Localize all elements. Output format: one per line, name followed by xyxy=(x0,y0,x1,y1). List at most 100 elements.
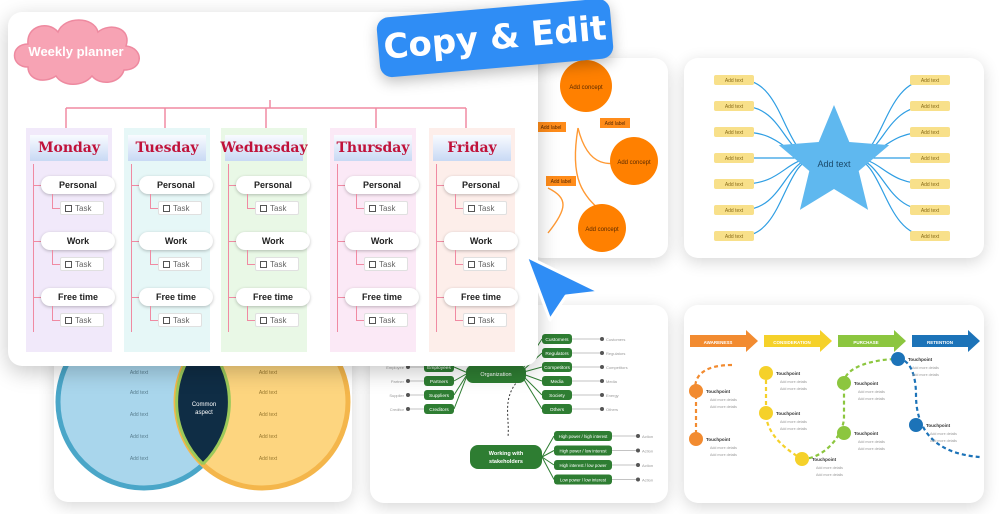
central-node xyxy=(466,365,526,383)
link-label: Add label xyxy=(551,179,572,185)
category-pill[interactable]: Free time xyxy=(139,288,213,306)
checkbox-icon[interactable] xyxy=(369,316,376,324)
stakeholder-note: Employee xyxy=(386,365,405,370)
touchpoint-label: Touchpoint xyxy=(854,381,879,386)
venn-item-text: Add text xyxy=(259,390,278,396)
checkbox-icon[interactable] xyxy=(468,316,475,324)
category-pill[interactable]: Free time xyxy=(41,288,115,306)
task-label: Task xyxy=(270,203,287,213)
task-item[interactable]: Task xyxy=(364,257,408,271)
connector-line xyxy=(150,320,158,321)
concept-label: Add concept xyxy=(617,160,651,166)
day-header: Monday xyxy=(30,135,108,161)
matrix-label: High interest / low power xyxy=(559,463,607,468)
task-label: Task xyxy=(173,315,190,325)
category-pill[interactable]: Work xyxy=(444,232,518,250)
category-pill[interactable]: Personal xyxy=(444,176,518,194)
touchpoint-dot xyxy=(689,432,703,446)
checkbox-icon[interactable] xyxy=(369,204,376,212)
touchpoint-detail: Add more details xyxy=(710,398,737,402)
text-box xyxy=(910,205,950,215)
category-pill[interactable]: Personal xyxy=(236,176,310,194)
checkbox-icon[interactable] xyxy=(163,260,170,268)
checkbox-icon[interactable] xyxy=(468,260,475,268)
stakeholder-label: Customers xyxy=(545,337,569,343)
venn-item-text: Add text xyxy=(130,434,149,440)
item-label: Add text xyxy=(725,104,744,110)
checkbox-icon[interactable] xyxy=(260,260,267,268)
connector-dot xyxy=(636,463,640,467)
task-item[interactable]: Task xyxy=(158,257,202,271)
stakeholder-label: Society xyxy=(549,393,565,399)
task-label: Task xyxy=(379,259,396,269)
category-pill[interactable]: Personal xyxy=(345,176,419,194)
stakeholder-node xyxy=(424,404,454,414)
concept-node xyxy=(610,137,658,185)
checkbox-icon[interactable] xyxy=(163,316,170,324)
touchpoint-detail: Add more details xyxy=(930,439,957,443)
task-item[interactable]: Task xyxy=(463,313,507,327)
item-label: Add text xyxy=(725,182,744,188)
task-item[interactable]: Task xyxy=(158,313,202,327)
task-item[interactable]: Task xyxy=(255,313,299,327)
connector-line xyxy=(150,194,151,208)
task-item[interactable]: Task xyxy=(60,201,104,215)
checkbox-icon[interactable] xyxy=(65,316,72,324)
category-pill[interactable]: Work xyxy=(139,232,213,250)
connector-line xyxy=(52,320,60,321)
connector-dot xyxy=(636,448,640,453)
checkbox-icon[interactable] xyxy=(369,260,376,268)
connector-dot xyxy=(600,407,604,411)
task-label: Task xyxy=(270,259,287,269)
task-item[interactable]: Task xyxy=(364,201,408,215)
task-item[interactable]: Task xyxy=(158,201,202,215)
task-item[interactable]: Task xyxy=(463,257,507,271)
stakeholder-note: Energy xyxy=(606,393,619,398)
category-pill[interactable]: Free time xyxy=(345,288,419,306)
checkbox-icon[interactable] xyxy=(468,204,475,212)
category-pill[interactable]: Personal xyxy=(41,176,115,194)
matrix-node xyxy=(554,445,612,456)
category-pill[interactable]: Work xyxy=(345,232,419,250)
category-pill[interactable]: Work xyxy=(41,232,115,250)
category-pill[interactable]: Free time xyxy=(236,288,310,306)
task-item[interactable]: Task xyxy=(60,257,104,271)
connector-line xyxy=(247,194,248,208)
checkbox-icon[interactable] xyxy=(163,204,170,212)
connector-line xyxy=(356,250,357,264)
concept-map-template-card[interactable]: Add concept Add concept Add concept Add … xyxy=(528,58,668,258)
touchpoint-detail: Add more details xyxy=(710,453,737,457)
task-item[interactable]: Task xyxy=(463,201,507,215)
connector-line xyxy=(33,297,41,298)
touchpoint-label: Touchpoint xyxy=(706,389,731,394)
checkbox-icon[interactable] xyxy=(65,260,72,268)
connector-line xyxy=(228,164,229,332)
category-pill[interactable]: Work xyxy=(236,232,310,250)
checkbox-icon[interactable] xyxy=(260,316,267,324)
item-label: Add text xyxy=(725,234,744,240)
task-item[interactable]: Task xyxy=(255,201,299,215)
connector-dot xyxy=(600,365,604,369)
checkbox-icon[interactable] xyxy=(260,204,267,212)
star-shape xyxy=(778,105,890,210)
category-pill[interactable]: Free time xyxy=(444,288,518,306)
task-item[interactable]: Task xyxy=(255,257,299,271)
matrix-note: Action xyxy=(642,478,653,483)
day-header: Tuesday xyxy=(128,135,206,161)
venn-center-label: Common xyxy=(192,402,216,408)
category-pill[interactable]: Personal xyxy=(139,176,213,194)
task-item[interactable]: Task xyxy=(364,313,408,327)
text-box xyxy=(714,205,754,215)
task-item[interactable]: Task xyxy=(60,313,104,327)
stakeholder-node xyxy=(542,390,572,400)
checkbox-icon[interactable] xyxy=(65,204,72,212)
bottom-node xyxy=(470,445,542,469)
connector-dot xyxy=(406,365,410,369)
